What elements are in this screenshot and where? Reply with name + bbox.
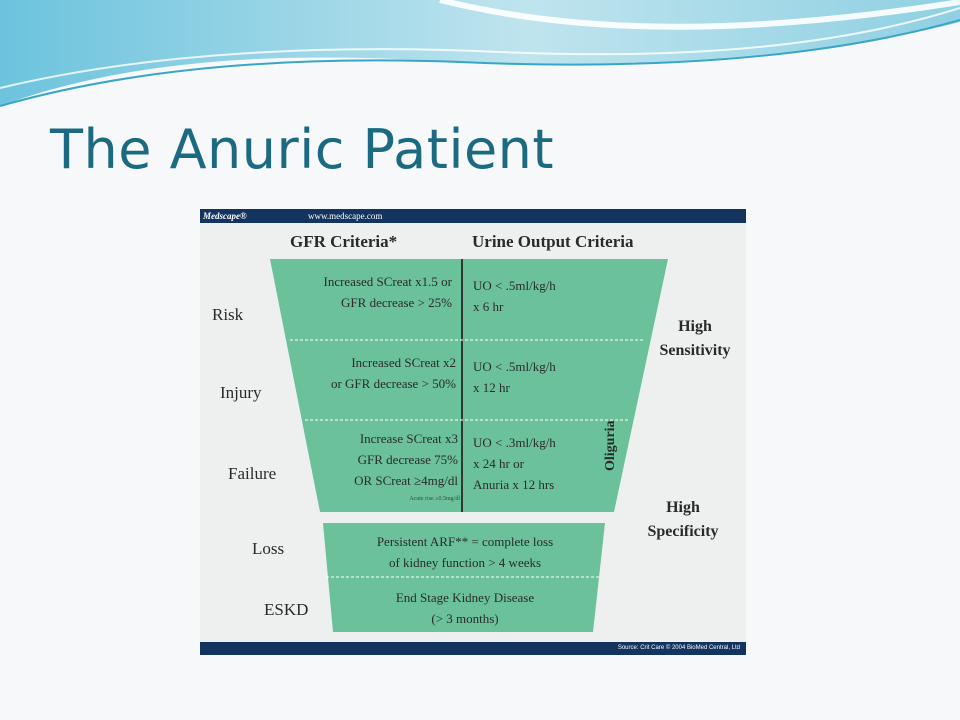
stage-label-risk: Risk xyxy=(212,305,244,324)
injury-gfr-criteria: Increased SCreat x2 or GFR decrease > 50… xyxy=(330,355,456,391)
loss-definition: Persistent ARF** = complete loss of kidn… xyxy=(376,534,554,570)
figure-source-bar: Source: Crit Care © 2004 BioMed Central,… xyxy=(200,642,746,655)
figure-url: www.medscape.com xyxy=(308,211,383,221)
funnel-upper xyxy=(270,259,668,512)
failure-urine-criteria: UO < .3ml/kg/h x 24 hr or Anuria x 12 hr… xyxy=(473,435,556,492)
urine-output-header: Urine Output Criteria xyxy=(472,232,634,251)
high-sensitivity-label: High Sensitivity xyxy=(659,318,731,359)
slide-title: The Anuric Patient xyxy=(50,118,555,181)
risk-gfr-criteria: Increased SCreat x1.5 or GFR decrease > … xyxy=(323,274,452,310)
rifle-criteria-figure: Medscape® www.medscape.com GFR Criteria*… xyxy=(200,209,746,655)
outcome-label-eskd: ESKD xyxy=(264,600,309,619)
failure-gfr-note: Acute rise ≥0.5mg/dl xyxy=(409,496,460,502)
gfr-criteria-header: GFR Criteria* xyxy=(290,232,398,251)
stage-label-injury: Injury xyxy=(220,383,262,402)
funnel-shapes xyxy=(270,259,668,632)
eskd-definition: End Stage Kidney Disease (> 3 months) xyxy=(395,590,535,626)
risk-urine-criteria: UO < .5ml/kg/h x 6 hr xyxy=(473,278,556,314)
stage-label-failure: Failure xyxy=(228,464,277,483)
outcome-label-loss: Loss xyxy=(252,539,285,558)
figure-header-bar: Medscape® www.medscape.com xyxy=(200,209,746,223)
injury-urine-criteria: UO < .5ml/kg/h x 12 hr xyxy=(473,359,556,395)
failure-gfr-criteria: Increase SCreat x3 GFR decrease 75% OR S… xyxy=(354,431,458,488)
medscape-logo: Medscape® xyxy=(203,211,247,221)
oliguria-label: Oliguria xyxy=(603,420,618,471)
figure-source: Source: Crit Care © 2004 BioMed Central,… xyxy=(617,645,740,651)
high-specificity-label: High Specificity xyxy=(647,499,719,540)
